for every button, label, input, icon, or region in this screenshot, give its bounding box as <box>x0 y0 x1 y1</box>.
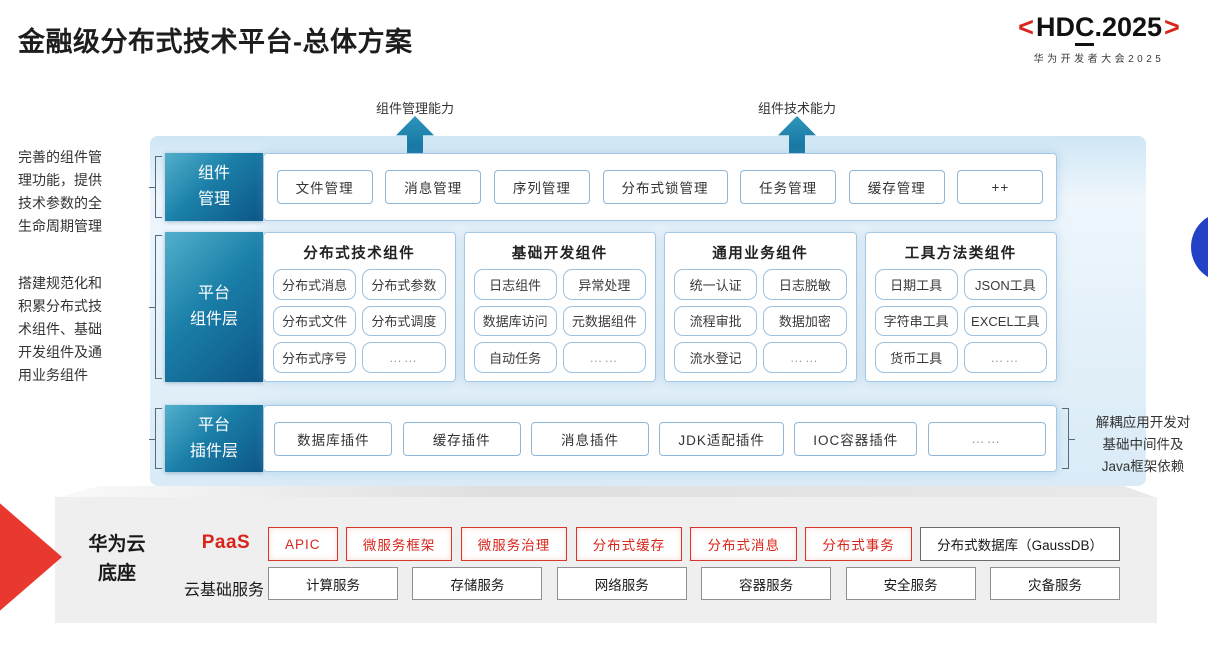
chip-more: …… <box>362 342 446 373</box>
logo-close-bracket: > <box>1164 12 1180 42</box>
chip: ++ <box>957 170 1044 204</box>
chip: 分布式消息 <box>690 527 797 561</box>
chip: 存储服务 <box>412 567 543 600</box>
chip: 缓存管理 <box>848 170 945 204</box>
chip: 日期工具 <box>874 269 958 300</box>
group-basic-dev: 基础开发组件 日志组件 异常处理 数据库访问 元数据组件 自动任务 …… <box>463 232 656 382</box>
chip-gaussdb: 分布式数据库（GaussDB） <box>920 527 1120 561</box>
chip: 元数据组件 <box>562 305 646 337</box>
chip: 微服务框架 <box>345 527 453 561</box>
chip: JDK适配插件 <box>659 421 784 456</box>
paas-label: PaaS <box>201 532 251 553</box>
group-title: 分布式技术组件 <box>303 246 416 262</box>
chip: 灾备服务 <box>989 567 1120 600</box>
page-title: 金融级分布式技术平台-总体方案 <box>18 27 413 57</box>
layer-label-management: 组件 管理 <box>165 153 263 221</box>
arrow-label-management: 组件管理能力 <box>375 101 454 116</box>
group-title: 基础开发组件 <box>511 246 608 262</box>
paas-row: APIC 微服务框架 微服务治理 分布式缓存 分布式消息 分布式事务 分布式数据… <box>268 527 1120 561</box>
red-wedge-icon <box>0 503 62 611</box>
chip: 日志组件 <box>473 269 557 300</box>
group-items: 分布式消息 分布式参数 分布式文件 分布式调度 分布式序号 …… <box>273 269 446 373</box>
chip: 网络服务 <box>556 567 687 600</box>
chip: 分布式文件 <box>273 305 357 337</box>
chip: 分布式调度 <box>362 305 446 337</box>
bracket-right-icon <box>1062 408 1075 469</box>
chip: 文件管理 <box>276 170 373 204</box>
chip: 分布式锁管理 <box>602 170 728 204</box>
chip: 分布式序号 <box>273 342 357 373</box>
foundation-label: 华为云 底座 <box>88 534 146 584</box>
logo-hd: HD <box>1035 12 1075 42</box>
group-title: 通用业务组件 <box>712 246 809 262</box>
iaas-row: 计算服务 存储服务 网络服务 容器服务 安全服务 灾备服务 <box>268 567 1120 600</box>
chip: IOC容器插件 <box>794 421 918 456</box>
group-title: 工具方法类组件 <box>904 246 1017 262</box>
chip: 计算服务 <box>268 567 398 600</box>
chip-more: …… <box>562 342 646 373</box>
logo-c: C <box>1074 12 1095 46</box>
bracket-left-icon <box>149 408 162 469</box>
chip: 缓存插件 <box>402 421 521 456</box>
components-row: 分布式技术组件 分布式消息 分布式参数 分布式文件 分布式调度 分布式序号 ……… <box>263 232 1057 382</box>
chip: 消息管理 <box>385 170 482 204</box>
chip: 分布式缓存 <box>575 527 683 561</box>
iaas-label: 云基础服务 <box>183 582 264 599</box>
layer-label-plugins: 平台 插件层 <box>165 405 263 472</box>
chip: 数据库插件 <box>274 421 393 456</box>
chip: 字符串工具 <box>874 305 958 337</box>
chip: 任务管理 <box>740 170 837 204</box>
chip: 数据加密 <box>763 305 847 337</box>
group-items: 日期工具 JSON工具 字符串工具 EXCEL工具 货币工具 …… <box>874 269 1047 373</box>
chip: 分布式事务 <box>805 527 912 561</box>
chip: 安全服务 <box>845 567 976 600</box>
chip: 日志脱敏 <box>763 269 847 300</box>
logo-subtitle: 华为开发者大会2025 <box>1033 54 1165 65</box>
chip: 流水登记 <box>674 342 758 373</box>
chip: JSON工具 <box>963 269 1047 300</box>
bracket-left-icon <box>149 156 162 218</box>
chip: 分布式消息 <box>273 269 357 300</box>
chip: 容器服务 <box>701 567 832 600</box>
chip-more: …… <box>927 421 1046 456</box>
annotation-left-bottom: 搭建规范化和 积累分布式技 术组件、基础 开发组件及通 用业务组件 <box>18 275 102 383</box>
group-items: 统一认证 日志脱敏 流程审批 数据加密 流水登记 …… <box>674 269 847 373</box>
group-items: 日志组件 异常处理 数据库访问 元数据组件 自动任务 …… <box>473 269 646 373</box>
chip: EXCEL工具 <box>963 305 1047 337</box>
chip: 流程审批 <box>674 305 758 337</box>
chip: 消息插件 <box>531 421 650 456</box>
chip: 自动任务 <box>473 342 557 373</box>
chip: 数据库访问 <box>473 305 557 337</box>
annotation-left-top: 完善的组件管 理功能，提供 技术参数的全 生命周期管理 <box>18 149 102 234</box>
chip: 统一认证 <box>674 269 758 300</box>
chip: 货币工具 <box>874 342 958 373</box>
management-row: 文件管理 消息管理 序列管理 分布式锁管理 任务管理 缓存管理 ++ <box>263 153 1057 221</box>
chip: 异常处理 <box>562 269 646 300</box>
chip: APIC <box>268 527 338 561</box>
chip-more: …… <box>763 342 847 373</box>
chip: 分布式参数 <box>362 269 446 300</box>
annotation-right: 解耦应用开发对 基础中间件及 Java框架依赖 <box>1095 415 1191 474</box>
chip: 微服务治理 <box>460 527 568 561</box>
arrow-label-technical: 组件技术能力 <box>757 101 836 116</box>
group-utility-tools: 工具方法类组件 日期工具 JSON工具 字符串工具 EXCEL工具 货币工具 …… <box>864 232 1057 382</box>
group-distributed-tech: 分布式技术组件 分布式消息 分布式参数 分布式文件 分布式调度 分布式序号 …… <box>263 232 456 382</box>
slab-bevel <box>55 486 1157 498</box>
group-common-business: 通用业务组件 统一认证 日志脱敏 流程审批 数据加密 流水登记 …… <box>664 232 857 382</box>
logo-rest: .2025 <box>1094 12 1163 42</box>
bracket-left-icon <box>149 235 162 379</box>
layer-label-components: 平台 组件层 <box>165 232 263 382</box>
blue-circle-decoration <box>1191 212 1208 282</box>
chip-more: …… <box>963 342 1047 373</box>
plugins-row: 数据库插件 缓存插件 消息插件 JDK适配插件 IOC容器插件 …… <box>263 405 1057 472</box>
chip: 序列管理 <box>493 170 590 204</box>
logo-open-bracket: < <box>1018 12 1034 42</box>
